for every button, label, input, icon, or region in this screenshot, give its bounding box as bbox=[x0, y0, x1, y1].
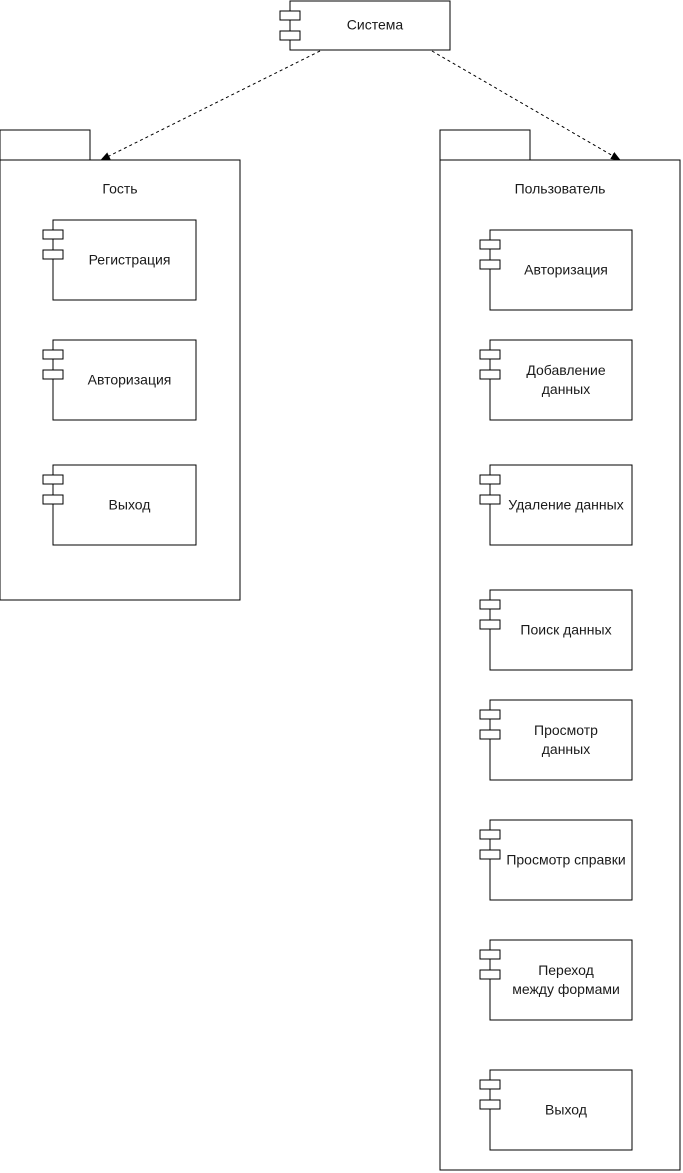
package-title: Пользователь bbox=[515, 181, 606, 197]
component-label: Авторизация bbox=[88, 372, 172, 388]
component-label: между формами bbox=[512, 981, 620, 997]
component-port-icon bbox=[479, 349, 501, 360]
package-tab bbox=[0, 129, 91, 161]
component-port-icon bbox=[479, 239, 501, 250]
component-port-icon bbox=[42, 349, 64, 360]
component-label: Удаление данных bbox=[508, 497, 623, 513]
component-box: Регистрация bbox=[42, 219, 197, 301]
package-tab bbox=[439, 129, 531, 161]
system-label: Система bbox=[347, 17, 404, 33]
component-label: Просмотр bbox=[534, 722, 598, 738]
component-port-icon bbox=[479, 1099, 501, 1110]
component-box: Добавление данных bbox=[479, 339, 633, 421]
dependency-arrow-user bbox=[431, 50, 621, 161]
component-label: Переход bbox=[538, 962, 594, 978]
component-label: данных bbox=[542, 741, 590, 757]
component-box: Выход bbox=[479, 1069, 633, 1151]
component-port-icon bbox=[42, 494, 64, 505]
component-box: Авторизация bbox=[479, 229, 633, 311]
component-port-icon bbox=[42, 474, 64, 485]
component-port-icon bbox=[479, 709, 501, 720]
component-port-icon bbox=[479, 969, 501, 980]
package-title: Гость bbox=[102, 181, 137, 197]
component-label: Добавление bbox=[526, 362, 606, 378]
component-port-icon bbox=[479, 369, 501, 380]
component-box: Просмотр данных bbox=[479, 699, 633, 781]
component-label: Выход bbox=[545, 1102, 587, 1118]
component-box: Выход bbox=[42, 464, 197, 546]
component-label: Поиск данных bbox=[520, 622, 611, 638]
component-box: Авторизация bbox=[42, 339, 197, 421]
component-port-icon bbox=[279, 10, 301, 21]
component-port-icon bbox=[479, 849, 501, 860]
component-port-icon bbox=[479, 829, 501, 840]
component-label: Просмотр справки bbox=[506, 852, 625, 868]
dependency-arrow-guest bbox=[100, 50, 321, 161]
component-port-icon bbox=[42, 249, 64, 260]
component-port-icon bbox=[479, 599, 501, 610]
component-label: Авторизация bbox=[524, 262, 608, 278]
system-component: Система bbox=[279, 0, 451, 51]
component-box: Просмотр справки bbox=[479, 819, 633, 901]
component-box: Поиск данных bbox=[479, 589, 633, 671]
component-port-icon bbox=[279, 30, 301, 41]
component-port-icon bbox=[479, 474, 501, 485]
component-box: Удаление данных bbox=[479, 464, 633, 546]
component-port-icon bbox=[479, 949, 501, 960]
component-port-icon bbox=[42, 369, 64, 380]
component-label: Выход bbox=[109, 497, 151, 513]
component-port-icon bbox=[479, 259, 501, 270]
component-port-icon bbox=[479, 494, 501, 505]
component-label: Регистрация bbox=[89, 252, 171, 268]
component-port-icon bbox=[479, 1079, 501, 1090]
component-box: Переход между формами bbox=[479, 939, 633, 1021]
component-port-icon bbox=[479, 729, 501, 740]
component-label: данных bbox=[542, 381, 590, 397]
component-port-icon bbox=[479, 619, 501, 630]
component-port-icon bbox=[42, 229, 64, 240]
